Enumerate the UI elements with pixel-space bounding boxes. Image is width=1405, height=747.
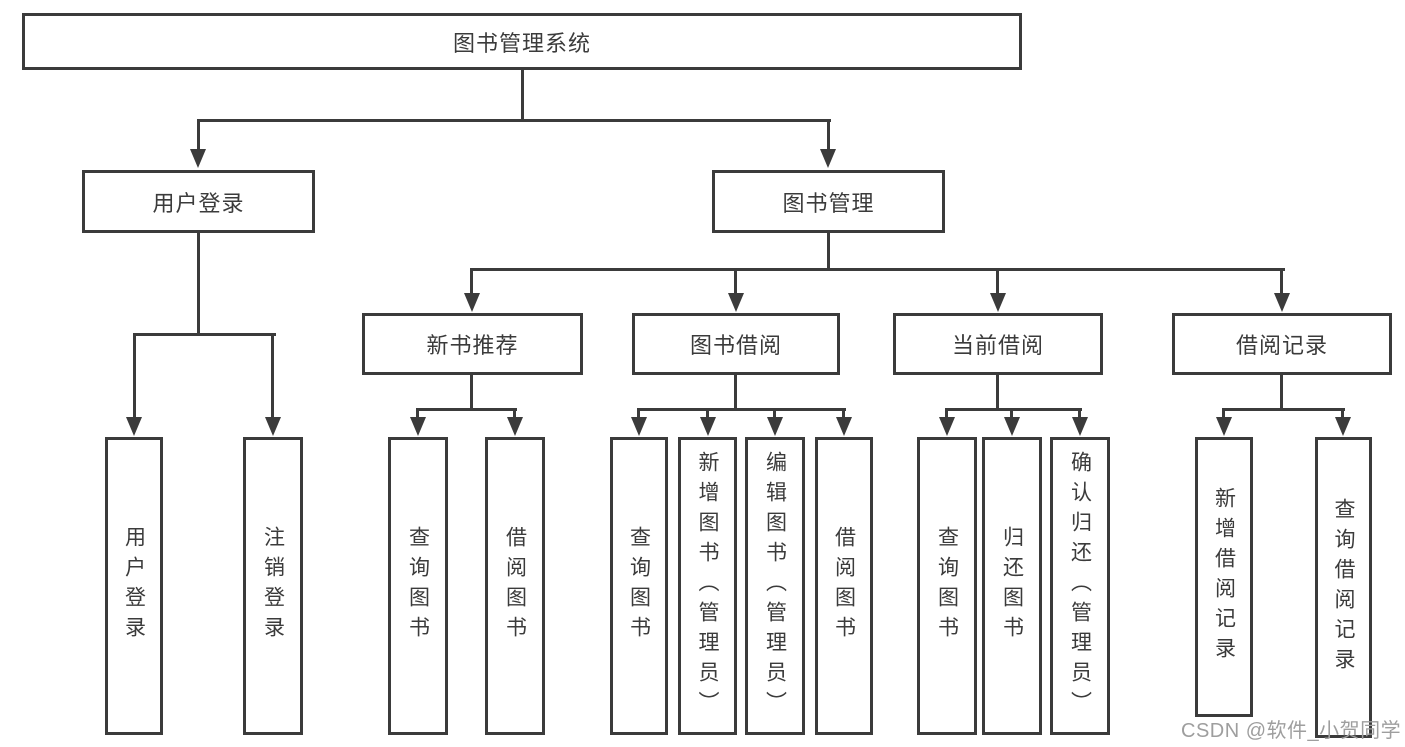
node-root: 图书管理系统: [22, 13, 1022, 70]
connector-borrow-records-rail: [1222, 408, 1345, 411]
leaf-records-add-record: 新增借阅记录: [1195, 437, 1253, 717]
connector-drop-leaf: [513, 408, 516, 420]
leaf-borrow-edit-books-admin: 编辑图书（管理员）: [745, 437, 805, 735]
leaf-user-login-label: 用户登录: [122, 526, 146, 646]
node-borrow-records: 借阅记录: [1172, 313, 1392, 375]
node-book-management-label: 图书管理: [782, 190, 875, 216]
connector-book-borrow-trunk: [734, 375, 737, 411]
connector-drop-leaf: [133, 333, 136, 420]
node-user-login: 用户登录: [82, 170, 315, 233]
arrow-down-icon: [190, 149, 206, 168]
node-book-management: 图书管理: [712, 170, 945, 233]
leaf-newbook-query-books: 查询图书: [388, 437, 448, 735]
arrow-down-icon: [1274, 293, 1290, 312]
connector-root-trunk: [521, 70, 524, 120]
leaf-records-query-record: 查询借阅记录: [1315, 437, 1372, 738]
node-current-borrow-label: 当前借阅: [951, 333, 1044, 358]
arrow-down-icon: [507, 417, 523, 436]
arrow-down-icon: [1216, 417, 1232, 436]
connector-new-book-trunk: [470, 375, 473, 411]
connector-current-borrow-trunk: [996, 375, 999, 411]
arrow-down-icon: [836, 417, 852, 436]
leaf-logout-label: 注销登录: [261, 526, 285, 646]
node-book-borrow-label: 图书借阅: [689, 333, 782, 358]
connector-drop-new-book: [470, 268, 473, 295]
arrow-down-icon: [1072, 417, 1088, 436]
arrow-down-icon: [1335, 417, 1351, 436]
node-user-login-label: 用户登录: [152, 190, 245, 216]
arrow-down-icon: [126, 417, 142, 436]
leaf-current-query-books: 查询图书: [917, 437, 977, 735]
node-borrow-records-label: 借阅记录: [1235, 333, 1328, 358]
connector-drop-leaf: [842, 408, 845, 420]
leaf-newbook-query-books-label: 查询图书: [406, 526, 430, 646]
arrow-down-icon: [631, 417, 647, 436]
node-current-borrow: 当前借阅: [893, 313, 1103, 375]
connector-new-book-rail: [416, 408, 517, 411]
node-root-label: 图书管理系统: [452, 30, 591, 56]
arrow-down-icon: [728, 293, 744, 312]
arrow-down-icon: [700, 417, 716, 436]
arrow-down-icon: [1004, 417, 1020, 436]
connector-level3-rail: [471, 268, 1285, 271]
leaf-logout: 注销登录: [243, 437, 303, 735]
connector-book-borrow-rail: [637, 408, 846, 411]
leaf-current-confirm-return-admin-label: 确认归还（管理员）: [1068, 451, 1092, 721]
leaf-borrow-edit-books-admin-label: 编辑图书（管理员）: [763, 451, 787, 721]
leaf-current-confirm-return-admin: 确认归还（管理员）: [1050, 437, 1110, 735]
connector-drop-leaf: [706, 408, 709, 420]
connector-drop-book-management: [827, 119, 830, 152]
leaf-user-login: 用户登录: [105, 437, 163, 735]
connector-drop-leaf: [416, 408, 419, 420]
connector-drop-current-borrow: [996, 268, 999, 295]
connector-level2-rail: [197, 119, 831, 122]
connector-book-management-trunk: [827, 233, 830, 271]
leaf-borrow-add-books-admin: 新增图书（管理员）: [678, 437, 737, 735]
leaf-current-query-books-label: 查询图书: [935, 526, 959, 646]
arrow-down-icon: [464, 293, 480, 312]
node-book-borrow: 图书借阅: [632, 313, 840, 375]
arrow-down-icon: [265, 417, 281, 436]
node-new-book-recommend-label: 新书推荐: [426, 333, 519, 358]
watermark-text: CSDN @软件_小贺同学: [1181, 720, 1402, 742]
arrow-down-icon: [767, 417, 783, 436]
leaf-records-query-record-label: 查询借阅记录: [1332, 497, 1355, 678]
leaf-records-add-record-label: 新增借阅记录: [1212, 487, 1236, 667]
leaf-current-return-books: 归还图书: [982, 437, 1042, 735]
connector-current-borrow-rail: [945, 408, 1082, 411]
arrow-down-icon: [990, 293, 1006, 312]
connector-user-login-trunk: [197, 233, 200, 336]
connector-drop-leaf: [945, 408, 948, 420]
connector-drop-leaf: [1010, 408, 1013, 420]
connector-drop-user-login: [197, 119, 200, 152]
leaf-newbook-borrow-books-label: 借阅图书: [503, 526, 527, 646]
arrow-down-icon: [410, 417, 426, 436]
leaf-newbook-borrow-books: 借阅图书: [485, 437, 545, 735]
arrow-down-icon: [820, 149, 836, 168]
connector-drop-leaf: [773, 408, 776, 420]
leaf-borrow-add-books-admin-label: 新增图书（管理员）: [696, 451, 719, 721]
connector-user-login-rail: [133, 333, 276, 336]
connector-drop-borrow-records: [1280, 268, 1283, 295]
leaf-current-return-books-label: 归还图书: [1000, 526, 1024, 646]
connector-drop-leaf: [1341, 408, 1344, 420]
leaf-borrow-borrow-books-label: 借阅图书: [832, 526, 856, 646]
connector-drop-leaf: [1222, 408, 1225, 420]
connector-drop-leaf: [271, 333, 274, 420]
connector-drop-leaf: [1078, 408, 1081, 420]
leaf-borrow-query-books: 查询图书: [610, 437, 668, 735]
arrow-down-icon: [939, 417, 955, 436]
connector-borrow-records-trunk: [1280, 375, 1283, 411]
connector-drop-leaf: [637, 408, 640, 420]
node-new-book-recommend: 新书推荐: [362, 313, 583, 375]
leaf-borrow-borrow-books: 借阅图书: [815, 437, 873, 735]
leaf-borrow-query-books-label: 查询图书: [627, 526, 651, 646]
connector-drop-book-borrow: [734, 268, 737, 295]
